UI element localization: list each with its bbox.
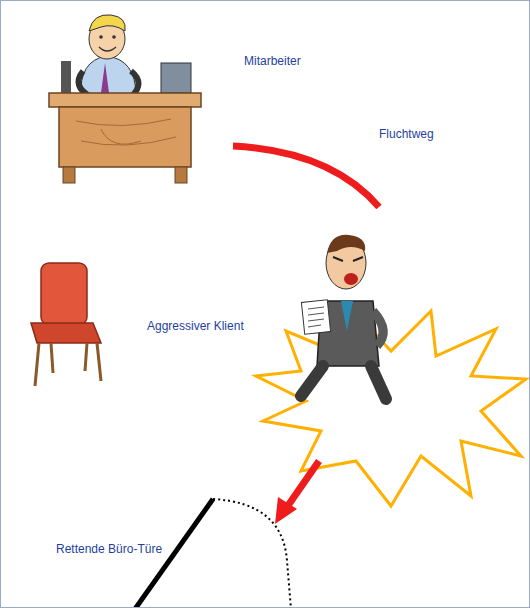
escape-route — [233, 146, 379, 207]
chair — [31, 263, 101, 386]
employee-smile — [99, 47, 116, 51]
chair-legs — [35, 343, 101, 386]
employee-eye — [112, 35, 116, 39]
chair-seat — [31, 323, 101, 343]
client-hair — [327, 235, 365, 253]
client-arm — [373, 311, 383, 346]
employee-shirt — [81, 56, 136, 96]
pen-holder — [61, 61, 71, 93]
label-text: Fluchtweg — [379, 127, 434, 141]
employee-figure — [79, 15, 139, 97]
door-arrow-head — [275, 497, 297, 524]
desk — [49, 61, 201, 183]
desk-leg — [63, 167, 75, 183]
explosion-burst — [256, 311, 526, 506]
wood-grain — [76, 119, 176, 145]
desk-top — [49, 93, 201, 107]
door-arrow — [287, 461, 319, 507]
paper-stack — [161, 63, 191, 93]
employee-hair — [89, 15, 125, 31]
chair-back — [41, 263, 87, 325]
client-figure — [301, 235, 386, 399]
client-legs — [301, 366, 386, 399]
label-text: Rettende Büro-Türe — [56, 542, 162, 556]
label-text: Mitarbeiter — [244, 54, 301, 68]
desk-leg — [175, 167, 187, 183]
door-swing-arc — [213, 499, 291, 608]
label-text: Aggressiver Klient — [147, 319, 244, 333]
client-brows — [333, 257, 363, 261]
client-mouth — [344, 273, 358, 285]
employee-eye — [99, 35, 103, 39]
paper-lines — [308, 307, 324, 327]
desk-front — [59, 107, 191, 167]
client-paper — [301, 300, 330, 335]
client-tie — [341, 301, 353, 331]
employee-tie — [101, 63, 109, 93]
